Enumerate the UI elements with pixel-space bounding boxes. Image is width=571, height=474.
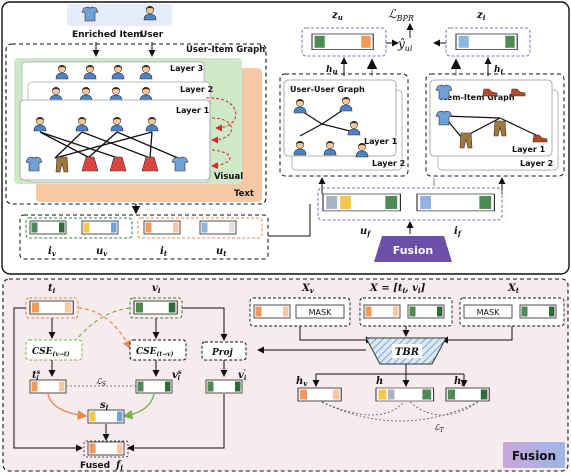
cse-t-to-v-block [129,339,187,361]
f-i-embedding [87,441,125,456]
h-label: h [376,376,383,387]
x-v-label: Xv [301,283,315,295]
mask-box [463,304,513,319]
t-i-embedding [29,300,74,315]
propagation-arrow [211,117,232,144]
v-prime-label: v'i [238,368,247,382]
yhat-ui-label: ŷui [397,37,413,53]
t-i-label: ti [48,283,56,295]
layer1-edges [39,131,179,159]
layer2-label: Layer 2 [180,85,213,94]
fused-container [83,440,129,458]
h-t-label: ht [454,376,465,388]
v-i-embedding [133,300,178,315]
h-u-label: hu [326,65,338,76]
visual-embeddings-group [25,217,133,239]
z-i-container [445,27,531,57]
s-i-embedding [87,409,125,424]
u-t-label: ut [216,246,227,258]
i-v-label: iv [48,246,57,258]
f-i-label: fi [115,460,123,472]
fused-label: Fused [80,461,110,471]
layer3-label: Layer 3 [170,64,203,73]
user-item-graph-title: User-Item Graph [186,45,265,55]
u-f-embedding [322,193,401,212]
fusion-block [374,236,452,262]
x-v-text-embedding [253,304,291,319]
z-u-embedding [311,33,374,50]
text-modality-label: Text [234,189,254,199]
user-user-graph-title: User-User Graph [290,85,365,94]
item-text-embedding [143,220,181,235]
tbr-label-bg [392,344,422,358]
tbr-label: TBR [395,347,419,358]
h-v-embedding [297,387,342,402]
item-item-graph-box [425,73,565,177]
v-prime-embedding [205,379,243,394]
propagation-arrow [205,97,237,132]
x-t-visual-embedding [519,304,557,319]
mask-label: MASK [309,308,332,317]
h-t-embedding [445,387,490,402]
fusion-badge-label: Fusion [512,449,556,463]
proj-block [201,341,247,361]
proj-label: Proj [211,348,234,358]
cse-v-to-t-label: CSE(v→t) [32,347,70,358]
item-graph-layer1-label: Layer 1 [512,145,546,154]
u-f-label: uf [360,226,372,238]
loss-s-label: ℒS [96,377,106,388]
item-item-graph-title: Item-Item Graph [440,93,515,102]
input-strip [67,4,172,26]
enriched-item-label: Enriched Item [72,30,143,40]
x-t-label: Xt [507,283,520,295]
v-i-label: vi [152,283,161,295]
h-i-label: hi [494,65,504,76]
z-i-label: zi [476,10,486,22]
z-u-label: zu [331,10,343,22]
mask-box [295,304,345,319]
layer1-label: Layer 1 [176,106,210,115]
z-i-embedding [455,33,518,50]
i-f-label: if [454,226,463,238]
user-item-graph-box [5,43,267,205]
cse-t-to-v-label: CSE(t→v) [136,347,174,358]
z-u-container [301,27,387,57]
user-label: User [140,30,164,40]
user-graph-layer2-label: Layer 2 [372,159,405,168]
x-label: X = [ti, vi] [369,283,426,295]
text-embeddings-group [137,217,263,239]
mask-label: MASK [477,308,500,317]
t-s-embedding [29,379,67,394]
bottom-panel [2,278,569,472]
fusion-badge [503,442,565,468]
i-f-embedding [416,193,495,212]
x-text-embedding [363,304,401,319]
s-i-label: si [100,400,109,412]
item-visual-embedding [29,220,67,235]
fused-embeddings-box [317,187,503,221]
loss-t-label: ℒT [434,423,445,434]
h-embedding [375,387,435,402]
visual-modality-label: Visual [214,172,243,182]
i-t-label: it [160,246,168,258]
fusion-block-label: Fusion [393,244,434,257]
v-s-embedding [135,379,173,394]
bpr-loss-label: ℒBPR [388,7,414,23]
x-visual-embedding [407,304,445,319]
propagation-arrow [211,149,231,169]
cse-v-to-t-block [25,339,83,361]
h-v-label: hv [296,376,308,388]
user-text-embedding [199,220,237,235]
user-user-graph-box [279,73,409,177]
modality-embeddings-box [19,214,269,260]
user-graph-layer1-label: Layer 1 [364,137,398,146]
u-v-label: uv [96,246,108,258]
item-graph-layer2-label: Layer 2 [520,159,553,168]
user-visual-embedding [81,220,119,235]
user-graph-layer1 [283,79,397,157]
